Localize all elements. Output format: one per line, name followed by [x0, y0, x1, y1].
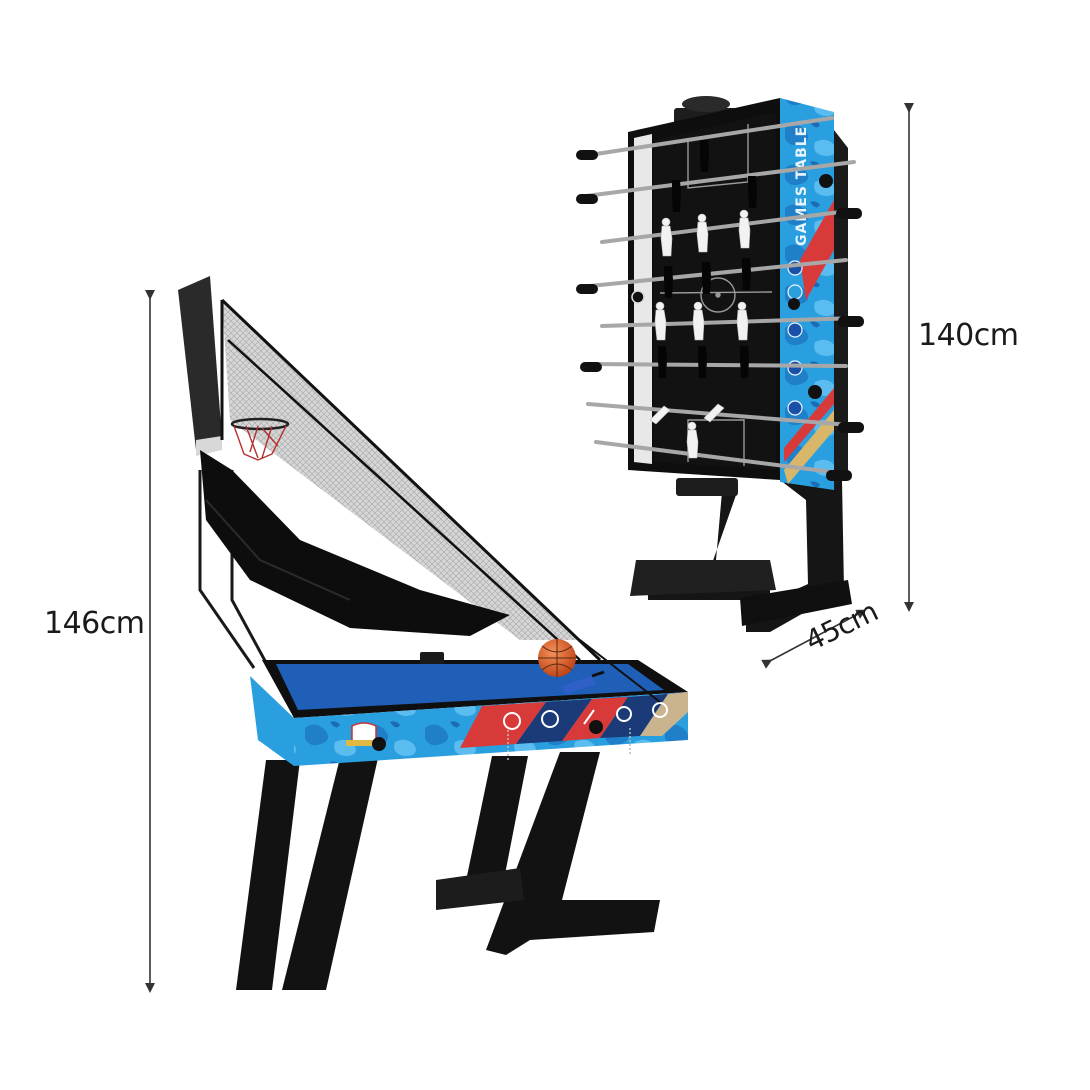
playing-field: [654, 112, 776, 470]
goal-box-bottom: [676, 478, 738, 496]
hockey-icon: [583, 709, 595, 725]
basketball-pool-table: [178, 276, 688, 990]
table-legs: [236, 752, 660, 990]
foosball-players: [631, 140, 757, 459]
knob-right: [589, 720, 603, 734]
ball-catch-bag: [200, 450, 510, 636]
pool-pocket: [420, 652, 444, 664]
games-table-text: GAMES TABLE: [794, 126, 810, 246]
backboard: [178, 276, 222, 450]
foosball-rods: [576, 116, 864, 481]
basketball-hoop: [230, 417, 290, 461]
dimension-label-height-basketball: 146cm: [44, 606, 145, 641]
rod-handles-left: [576, 150, 602, 372]
foosball-stand: [630, 480, 852, 632]
dimension-label-height-folded: 140cm: [918, 318, 1019, 353]
knob-left: [372, 737, 386, 751]
mini-basketball: [538, 639, 576, 677]
foosball-table-upright: GAMES TABLE: [576, 96, 864, 632]
soccer-icon: [541, 710, 559, 728]
rod-handles-right: [826, 208, 864, 481]
ping-pong-icon: [652, 702, 668, 718]
dimension-line-45: [761, 609, 867, 669]
basketball-icon: [503, 712, 521, 730]
pool-felt-surface: [276, 664, 664, 710]
pool-ball-icon: [616, 706, 632, 722]
dimension-lines: [145, 103, 914, 993]
apron-sport-icons: [503, 702, 668, 730]
ball-pump: [562, 670, 605, 694]
